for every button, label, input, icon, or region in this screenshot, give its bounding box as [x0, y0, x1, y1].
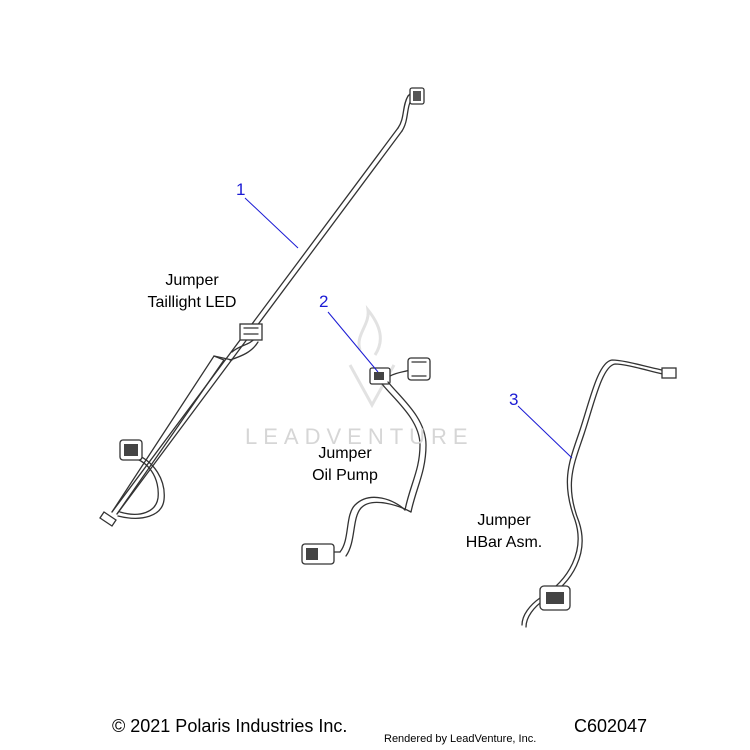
part-label-line2: Taillight LED [147, 294, 237, 311]
diagram-code: C602047 [574, 716, 648, 736]
leader-line-2 [327, 311, 379, 373]
callout-1[interactable]: 1 [236, 180, 246, 199]
leader-line-3 [517, 405, 573, 459]
part-label-line1: Jumper [318, 445, 372, 462]
taillight-led-harness[interactable] [99, 87, 425, 527]
leader-line-1 [244, 197, 299, 249]
rendered-by-text: Rendered by LeadVenture, Inc. [384, 733, 537, 745]
part-label-line1: Jumper [165, 272, 219, 289]
copyright-text: © 2021 Polaris Industries Inc. [112, 716, 348, 736]
part-label-line2: Oil Pump [312, 467, 378, 484]
callout-2[interactable]: 2 [319, 292, 329, 311]
watermark-text: LEADVENTURE [245, 424, 474, 449]
part-label-taillight-led: Jumper Taillight LED [140, 270, 244, 314]
callout-3[interactable]: 3 [509, 390, 519, 409]
leader-lines [244, 197, 573, 459]
oil-pump-harness[interactable] [301, 357, 431, 565]
hbar-asm-harness[interactable] [521, 359, 677, 628]
part-label-line2: HBar Asm. [465, 534, 543, 551]
part-label-line1: Jumper [477, 512, 531, 529]
part-label-hbar-asm: Jumper HBar Asm. [462, 510, 546, 554]
part-label-oil-pump: Jumper Oil Pump [305, 443, 385, 487]
